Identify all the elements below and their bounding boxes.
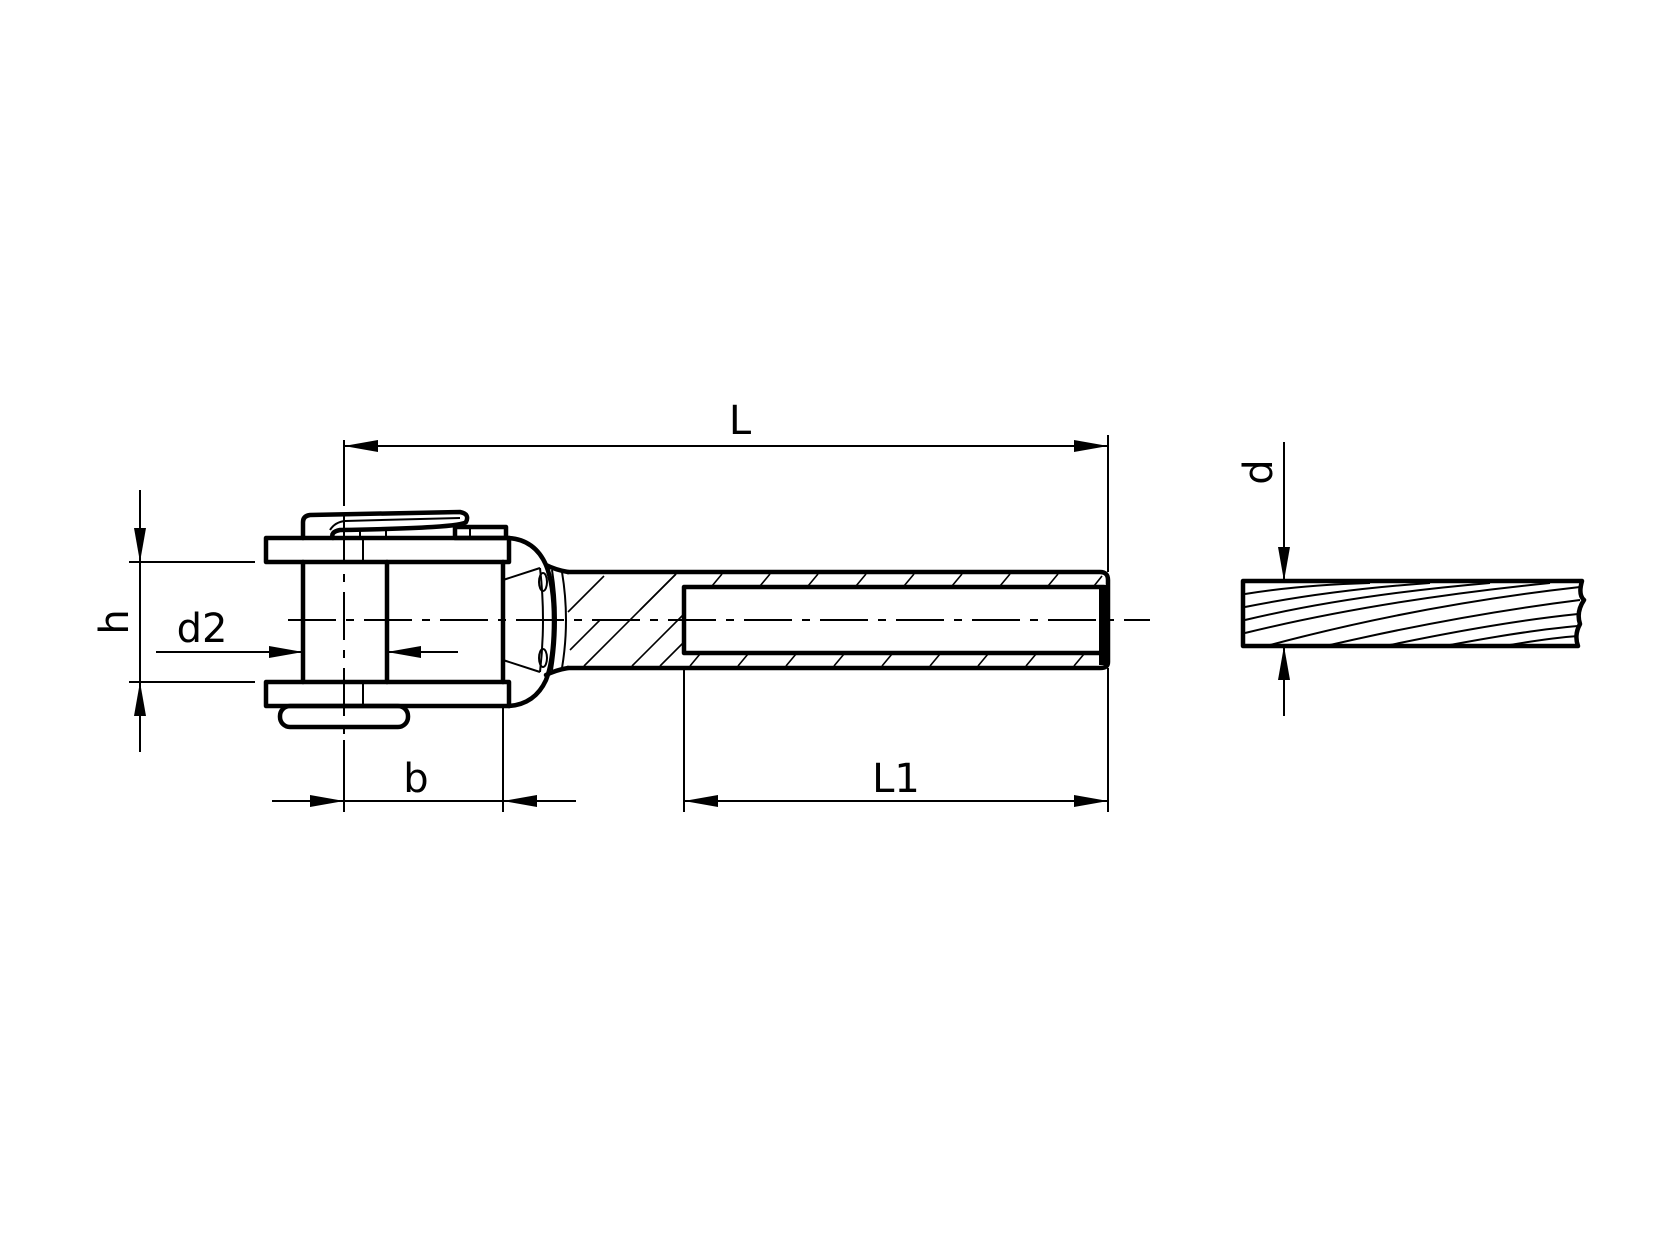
section-hatch — [567, 573, 1103, 667]
split-pin — [300, 509, 509, 541]
fork-head — [263, 535, 557, 709]
arrow-icon — [310, 795, 344, 807]
arrow-icon — [269, 646, 303, 658]
arrow-icon — [1278, 646, 1290, 680]
arrow-icon — [1278, 547, 1290, 581]
dim-label-d2: d2 — [177, 606, 228, 652]
fork-top-lug — [263, 535, 512, 565]
wire-rope — [1240, 578, 1587, 649]
dim-label-d: d — [1236, 459, 1282, 484]
dimension-d2: d2 — [156, 606, 458, 658]
dim-label-L: L — [729, 398, 752, 444]
dimension-L1: L1 — [683, 668, 1109, 812]
arrow-icon — [387, 646, 421, 658]
arrow-icon — [134, 682, 146, 716]
arrow-icon — [503, 795, 537, 807]
dim-label-L1: L1 — [872, 756, 920, 802]
dimension-b: b — [272, 706, 576, 812]
fork-bottom-lug — [263, 679, 512, 709]
dim-label-b: b — [403, 756, 428, 802]
arrow-icon — [1074, 440, 1108, 452]
dim-label-h: h — [92, 609, 138, 634]
arrow-icon — [134, 528, 146, 562]
dimension-L: L — [343, 398, 1109, 572]
dimension-h: h — [92, 490, 255, 752]
arrow-icon — [684, 795, 718, 807]
arrow-icon — [1074, 795, 1108, 807]
arrow-icon — [344, 440, 378, 452]
dimension-d: d — [1236, 442, 1290, 716]
